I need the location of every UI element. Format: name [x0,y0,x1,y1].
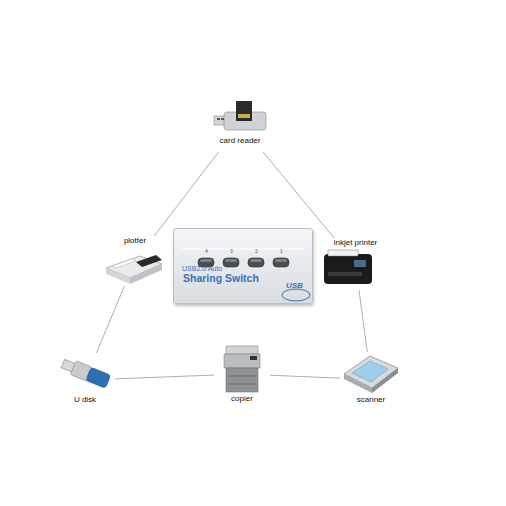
scanner-icon [344,356,398,393]
caption-group: copier [231,394,253,404]
connection-line [270,375,340,378]
caption-group: card reader [220,136,261,146]
device-node: inkjet printer [318,238,393,290]
device-illustration [214,342,270,394]
device-caption: copier [231,394,253,404]
device-caption: card reader [220,136,261,146]
copier-icon [224,346,260,392]
device-caption: plotter [124,236,146,246]
caption-group: scanner [357,395,385,405]
caption-group: plotter [124,236,146,246]
switch-box: USB2.0 AutoSharing SwitchUSB [173,228,313,304]
connection-line [154,152,218,236]
connection-line [263,152,334,238]
device-caption: inkjet printer [334,238,378,248]
port-number: 2 [255,248,258,254]
device-illustration [340,352,402,395]
connection-line [115,375,214,379]
connection-line [359,290,367,352]
plotter-icon [106,255,162,284]
device-illustration [200,96,280,136]
device-caption: U disk [74,395,96,405]
connection-line [96,286,124,353]
device-illustration [55,353,115,395]
product-title: Sharing Switch [183,272,259,284]
udisk-icon [60,357,111,389]
device-node: copier [214,342,270,406]
caption-group: inkjet printer [334,238,378,248]
device-node: scanner [340,352,402,407]
device-illustration [318,248,393,288]
device-node: plotter [100,236,170,286]
usb-logo-text: USB [286,281,303,290]
port-number: 4 [205,248,208,254]
device-node: card reader [200,96,280,152]
device-illustration [100,246,170,284]
product-subtitle: USB2.0 Auto [182,265,222,272]
device-caption: scanner [357,395,385,405]
device-node: U disk [55,353,115,407]
inkjet-icon [324,250,372,284]
caption-group: U disk [74,395,96,405]
cardreader-icon [214,101,266,130]
port-number: 3 [230,248,233,254]
port-number: 1 [280,248,283,254]
